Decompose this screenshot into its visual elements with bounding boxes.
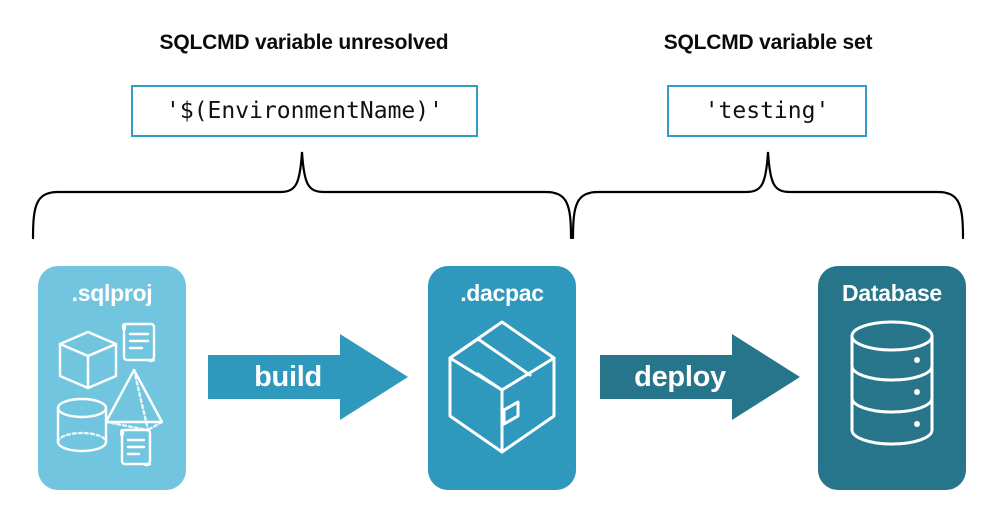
pyramid-icon (104, 368, 164, 432)
stage-box-sqlproj-label: .sqlproj (71, 280, 153, 306)
arrow-shape (208, 334, 408, 420)
heading-sqlcmd-variable-set: SQLCMD variable set (663, 31, 873, 54)
package-box-icon (448, 320, 556, 454)
arrow-build: build (208, 334, 408, 420)
stage-box-database-label: Database (842, 280, 942, 306)
code-box-resolved-variable: 'testing' (667, 85, 867, 137)
stage-box-dacpac: .dacpac (428, 266, 576, 490)
heading-sqlcmd-variable-unresolved: SQLCMD variable unresolved (159, 31, 449, 54)
stage-box-database: Database (818, 266, 966, 490)
arrow-deploy: deploy (600, 334, 800, 420)
scroll-icon (121, 322, 156, 363)
database-artwork (818, 318, 966, 448)
cube-icon (58, 330, 118, 390)
brace-left (31, 151, 573, 240)
brace-right (571, 151, 965, 240)
arrow-shape (600, 334, 800, 420)
stage-box-sqlproj: .sqlproj (38, 266, 186, 490)
cylinder-icon (56, 397, 108, 453)
database-cylinder-icon (850, 320, 934, 446)
dacpac-artwork (428, 318, 576, 460)
code-box-unresolved-variable: '$(EnvironmentName)' (131, 85, 478, 137)
scroll-icon (119, 428, 152, 467)
sqlproj-artwork (38, 318, 186, 468)
stage-box-dacpac-label: .dacpac (460, 280, 544, 306)
